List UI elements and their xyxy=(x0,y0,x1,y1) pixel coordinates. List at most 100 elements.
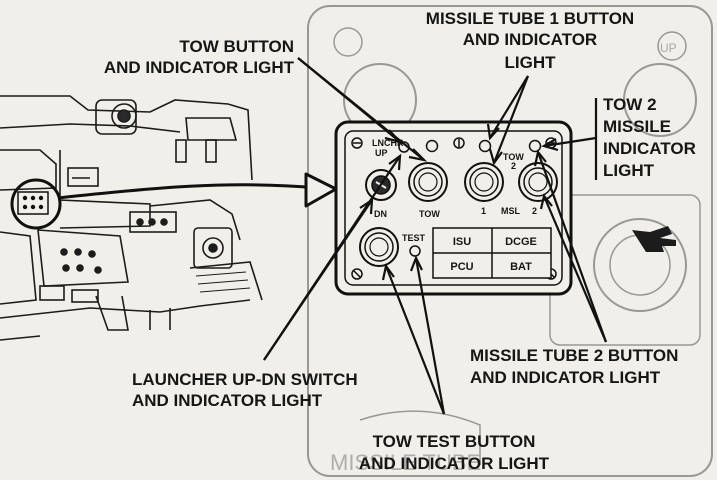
side-control-box xyxy=(193,227,233,269)
screw xyxy=(351,268,363,280)
ghost-knob xyxy=(623,63,697,137)
leader-lines xyxy=(263,57,608,415)
console-knob xyxy=(148,218,156,226)
test-button-cap xyxy=(369,237,389,257)
callout-tow2-line1: TOW 2 xyxy=(603,95,657,114)
status-indicator-grid: ISU DCGE PCU BAT xyxy=(432,227,552,279)
callout-tow2-line2: MISSILE xyxy=(603,117,671,136)
roof-line-inner xyxy=(0,123,181,133)
callout-labels: TOW BUTTON AND INDICATOR LIGHT MISSILE T… xyxy=(104,9,696,473)
dn-label: DN xyxy=(374,209,387,219)
status-grid-dividers xyxy=(433,228,551,278)
pcu-label: PCU xyxy=(450,261,473,273)
callout-tow2-line4: LIGHT xyxy=(603,161,655,180)
left-wall xyxy=(0,149,57,191)
tow-button-ring xyxy=(413,167,443,197)
pointing-hand-shape xyxy=(632,226,676,252)
callout-launcher-line2: AND INDICATOR LIGHT xyxy=(132,391,323,410)
seat-hatching xyxy=(195,271,251,293)
mini-button xyxy=(30,195,36,201)
panel-switch xyxy=(76,264,84,272)
up-label: UP xyxy=(375,148,388,158)
msl1-button-cap xyxy=(474,172,494,192)
floor-edge xyxy=(0,335,41,341)
arrowhead xyxy=(388,153,402,171)
panel-switch xyxy=(88,250,96,258)
tow2-label-bottom: 2 xyxy=(511,161,516,171)
msl-2-label: 2 xyxy=(532,206,537,216)
tow-test-indicator-light xyxy=(409,245,421,257)
leader-msl1-to-light xyxy=(489,75,529,139)
roof-line xyxy=(0,95,253,181)
test-button-ring xyxy=(364,232,394,262)
seat-frame xyxy=(189,261,263,301)
screw-slot xyxy=(353,270,361,278)
mini-button xyxy=(22,204,28,210)
arrowhead xyxy=(486,123,500,141)
mini-button xyxy=(22,195,28,201)
tow-indicator-light xyxy=(425,139,439,153)
callout-msl1-line1: MISSILE TUBE 1 BUTTON xyxy=(426,9,634,28)
missile-tube-1-indicator-light xyxy=(478,139,492,153)
ghost-curve xyxy=(359,410,481,465)
leader-msl1-to-button xyxy=(492,75,530,164)
console-frame xyxy=(59,150,151,229)
pointing-hand-icon xyxy=(632,226,676,252)
pedal-bracket xyxy=(95,295,129,331)
arrowhead xyxy=(359,197,374,215)
arrowhead xyxy=(533,149,547,167)
grab-handle xyxy=(205,139,217,163)
detail-arrow-head xyxy=(304,172,338,208)
side-control-dial-center xyxy=(208,243,218,253)
floor-fixture xyxy=(39,285,65,301)
msl-label: MSL xyxy=(501,206,521,216)
indicator-lights xyxy=(398,139,542,257)
arrowhead xyxy=(409,255,423,272)
callout-msl1-line3: LIGHT xyxy=(505,53,557,72)
test-label: TEST xyxy=(402,233,426,243)
callout-msl2-line2: AND INDICATOR LIGHT xyxy=(470,368,661,387)
grab-handle xyxy=(175,139,187,163)
arrowhead xyxy=(488,148,503,166)
tow-button-cap xyxy=(418,172,438,192)
mini-button xyxy=(38,204,44,210)
vehicle-interior-drawing xyxy=(0,95,263,341)
missile-tube-1-button[interactable] xyxy=(464,162,504,202)
wall-box xyxy=(67,167,99,187)
console-top xyxy=(149,199,241,241)
arrowhead xyxy=(381,263,395,281)
detail-mini-panel xyxy=(17,191,49,215)
tow-button[interactable] xyxy=(408,162,448,202)
tow2-missile-indicator-light xyxy=(528,139,542,153)
periscope-lens-core xyxy=(117,109,131,123)
leader-tow2-to-light xyxy=(543,136,597,148)
bat-label: BAT xyxy=(510,261,532,273)
console-knob xyxy=(136,218,144,226)
panel-switch xyxy=(74,248,82,256)
dcge-label: DCGE xyxy=(505,236,537,248)
periscope-lens xyxy=(111,103,137,129)
ghost-text: MISSILE TUBE xyxy=(330,450,481,475)
missile-tube-2-button[interactable] xyxy=(518,162,558,202)
msl2-button-ring xyxy=(523,167,553,197)
mini-button xyxy=(38,195,44,201)
detail-arrow-shaft xyxy=(57,183,319,200)
panel-screws xyxy=(351,137,557,280)
floor-fixture xyxy=(71,289,99,303)
arrowhead xyxy=(384,129,404,145)
callout-test-line2: AND INDICATOR LIGHT xyxy=(359,454,550,473)
leader-msl2-to-light xyxy=(536,151,608,343)
tow-test-button[interactable] xyxy=(359,227,399,267)
callout-tow-line2: AND INDICATOR LIGHT xyxy=(104,58,295,77)
mini-button xyxy=(30,204,36,210)
ghost-screw xyxy=(333,27,363,57)
arrowhead xyxy=(541,138,559,152)
ghost-panel-outline xyxy=(307,5,713,477)
leader-launcher-to-light xyxy=(263,155,401,361)
callout-test-line1: TOW TEST BUTTON xyxy=(373,432,536,451)
side-control-dial xyxy=(202,237,224,259)
panel-switch xyxy=(94,266,102,274)
screw xyxy=(453,137,465,149)
